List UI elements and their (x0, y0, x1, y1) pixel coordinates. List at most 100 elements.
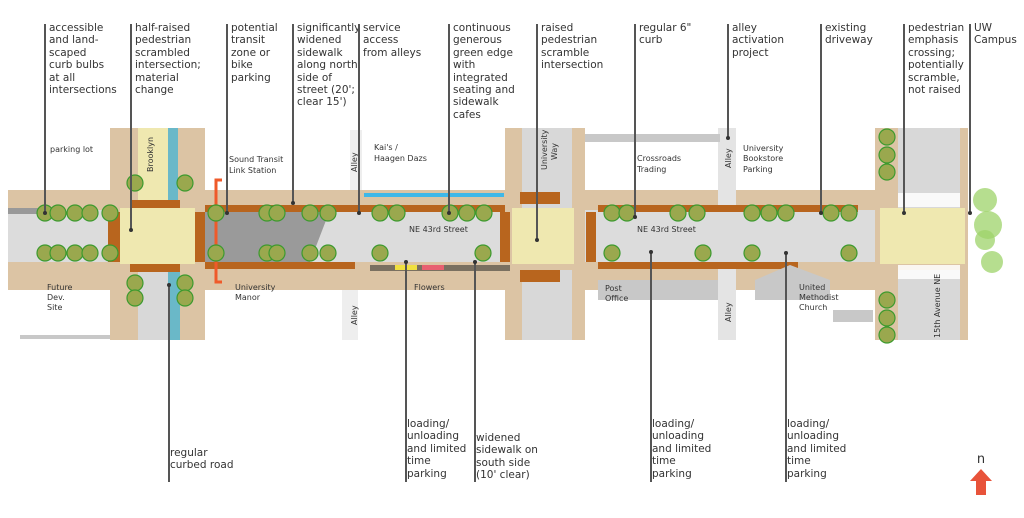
label-post: Post (605, 284, 622, 293)
north-label: n (976, 452, 986, 467)
leader-line (448, 24, 450, 213)
leader-line (969, 24, 971, 213)
street-tree (777, 204, 795, 222)
leader-line (226, 24, 228, 213)
label-haagen-dazs: Haagen Dazs (374, 154, 427, 163)
label-bookstore-university: University (743, 144, 784, 153)
top-note: UW Campus (974, 22, 1017, 47)
transit-zone-bracket (214, 178, 222, 284)
label-crossroads: Crossroads (637, 154, 681, 163)
leader-line (44, 24, 46, 213)
leader-dot (356, 211, 361, 215)
street-tree (81, 244, 99, 262)
street-tree (319, 204, 337, 222)
street-tree (49, 204, 67, 222)
street-tree (878, 309, 896, 327)
leader-line (405, 262, 407, 482)
street-tree (101, 244, 119, 262)
street-tree (101, 204, 119, 222)
leader-dot (224, 211, 229, 215)
top-note: half-raised pedestrian scrambled interse… (135, 22, 201, 97)
top-note: raised pedestrian scramble intersection (541, 22, 604, 72)
leader-dot (534, 238, 539, 242)
top-note: existing driveway (825, 22, 873, 47)
leader-line (474, 262, 476, 482)
bottom-note: regular curbed road (170, 447, 234, 472)
street-tree (176, 289, 194, 307)
leader-dot (783, 251, 788, 255)
street-tree (669, 204, 687, 222)
campus-tree (981, 251, 1003, 273)
label-flowers: Flowers (414, 283, 445, 292)
leader-line (358, 24, 360, 213)
leader-dot (290, 201, 295, 205)
label-alley-southeast: Alley (724, 302, 733, 322)
street-tree (176, 174, 194, 192)
bottom-note: loading/ unloading and limited time park… (652, 418, 712, 480)
leader-line (536, 24, 538, 240)
street-tree (301, 244, 319, 262)
bottom-note: widened sidewalk on south side (10' clea… (476, 432, 538, 482)
street-tree (743, 204, 761, 222)
leader-line (903, 24, 905, 213)
leader-dot (42, 211, 47, 215)
street-tree (301, 204, 319, 222)
leader-dot (648, 250, 653, 254)
top-note: pedestrian emphasis crossing; potentiall… (908, 22, 965, 97)
leader-dot (403, 260, 408, 264)
street-tree (840, 204, 858, 222)
label-street-east: NE 43rd Street (637, 225, 696, 234)
street-tree (822, 204, 840, 222)
street-tree (319, 244, 337, 262)
label-university-way: University (540, 129, 549, 170)
label-street-west: NE 43rd Street (409, 225, 468, 234)
campus-tree (973, 188, 997, 212)
street-tree (878, 146, 896, 164)
water-feature (364, 193, 504, 197)
street-tree (688, 204, 706, 222)
street-tree (878, 163, 896, 181)
leader-line (650, 252, 652, 482)
leader-dot (901, 211, 906, 215)
label-university-manor: University (235, 283, 276, 292)
top-note: accessible and land-scaped curb bulbs at… (49, 22, 117, 97)
label-15th-avenue: 15th Avenue NE (933, 274, 942, 338)
label-brooklyn: Brooklyn (146, 137, 155, 172)
street-trees (36, 128, 1003, 344)
leader-dot (632, 215, 637, 219)
street-tree (371, 244, 389, 262)
street-tree (207, 244, 225, 262)
bottom-note: loading/ unloading and limited time park… (787, 418, 847, 480)
street-tree (126, 274, 144, 292)
label-link-station: Link Station (229, 166, 276, 175)
crosswalks (898, 193, 960, 279)
street-tree (126, 289, 144, 307)
street-tree (878, 291, 896, 309)
label-alley-south: Alley (350, 305, 359, 325)
planter-strips (108, 192, 858, 282)
street-tree (268, 204, 286, 222)
street-tree (66, 244, 84, 262)
label-methodist: Methodist (799, 293, 839, 302)
label-united: United (799, 283, 825, 292)
label-alley: Alley (350, 152, 359, 172)
label-way: Way (550, 143, 559, 160)
street-tree (603, 204, 621, 222)
street-tree (81, 204, 99, 222)
top-note: regular 6" curb (639, 22, 692, 47)
label-bookstore: Bookstore (743, 154, 783, 163)
street-tree (760, 204, 778, 222)
top-note: alley activation project (732, 22, 785, 59)
leader-dot (818, 211, 823, 215)
street-tree (878, 326, 896, 344)
street-tree (694, 244, 712, 262)
intersection-plazas (120, 208, 965, 264)
street-tree (840, 244, 858, 262)
street-tree (474, 244, 492, 262)
leader-dot (725, 136, 730, 140)
leader-dot (128, 228, 133, 232)
street-tree (743, 244, 761, 262)
leader-line (168, 285, 170, 482)
label-bookstore-parking: Parking (743, 165, 773, 174)
